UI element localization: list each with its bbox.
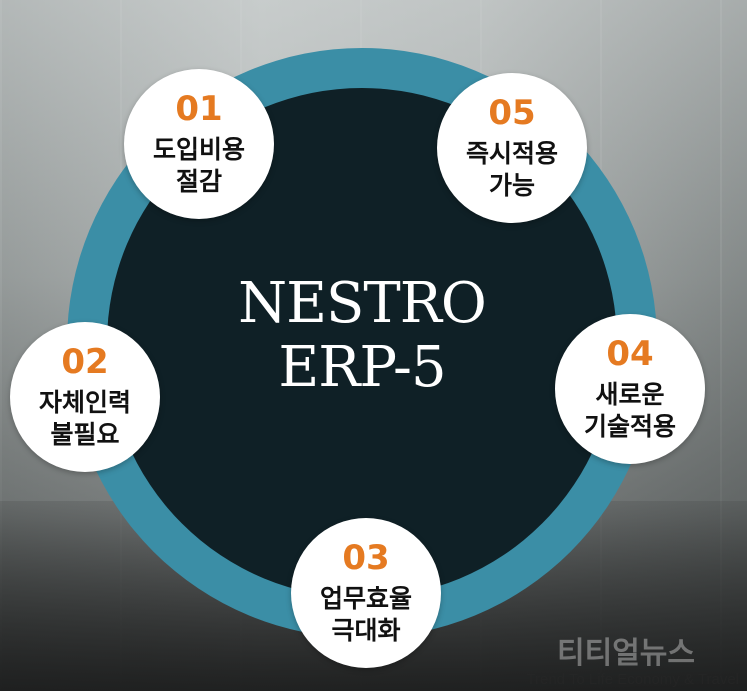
node-number: 02	[61, 342, 109, 382]
center-title-line1: NESTRO	[238, 271, 487, 336]
node-05: 05 즉시적용 가능	[437, 73, 587, 223]
watermark-logo-text: 티티얼뉴스	[557, 636, 695, 671]
watermark: 티티얼뉴스 Trend To Life Economy & Travel	[526, 637, 739, 689]
node-number: 05	[488, 93, 536, 133]
node-number: 03	[342, 538, 390, 578]
node-number: 04	[606, 334, 654, 374]
center-title-line2: ERP-5	[278, 335, 446, 400]
node-02: 02 자체인력 불필요	[10, 322, 160, 472]
node-label-line2: 불필요	[50, 420, 120, 449]
node-label-line2: 가능	[488, 171, 535, 200]
node-03: 03 업무효율 극대화	[291, 518, 441, 668]
node-label-line2: 극대화	[331, 616, 401, 645]
node-label-line2: 기술적용	[583, 412, 676, 441]
node-number: 01	[175, 89, 223, 129]
center-title: NESTRO ERP-5	[107, 272, 617, 400]
node-label-line1: 업무효율	[319, 584, 412, 613]
node-label-line1: 자체인력	[38, 388, 131, 417]
node-label-line1: 즉시적용	[465, 139, 558, 168]
node-label-line1: 새로운	[595, 380, 665, 409]
node-label-line2: 절감	[175, 167, 222, 196]
watermark-tagline: Trend To Life Economy & Travel	[526, 671, 739, 688]
node-01: 01 도입비용 절감	[124, 69, 274, 219]
node-04: 04 새로운 기술적용	[555, 314, 705, 464]
node-label-line1: 도입비용	[152, 135, 245, 164]
